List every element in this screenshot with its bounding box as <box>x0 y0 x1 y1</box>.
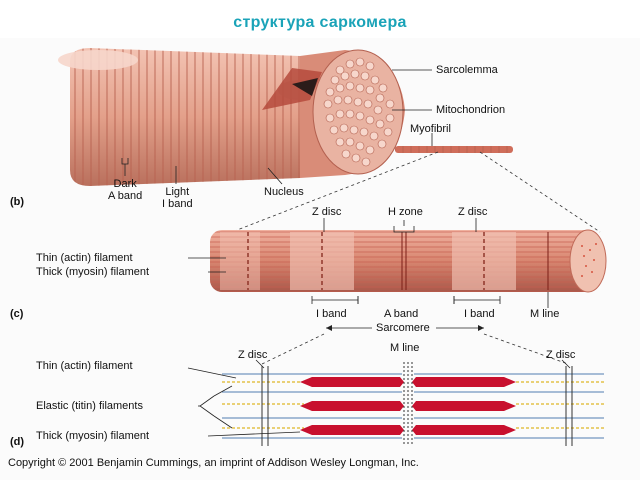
label-i-band-left: I band <box>316 308 347 320</box>
m-line <box>403 362 413 446</box>
label-thin-filament-c: Thin (actin) filament <box>36 252 133 264</box>
copyright-text: Copyright © 2001 Benjamin Cummings, an i… <box>8 457 419 469</box>
sarcolemma-cutaway <box>262 68 322 110</box>
label-m-line-c: M line <box>530 308 560 320</box>
label-z-disc-left-d: Z disc <box>238 349 268 361</box>
label-sarcolemma: Sarcolemma <box>436 64 498 76</box>
sarcomere-filaments <box>222 362 604 446</box>
myofibril-enlarged <box>210 229 607 293</box>
label-z-disc-left-c: Z disc <box>312 206 342 218</box>
titin-filaments <box>222 381 604 429</box>
label-mitochondrion: Mitochondrion <box>436 104 506 116</box>
label-a-band: A band <box>384 308 419 320</box>
label-m-line-d: M line <box>390 342 420 354</box>
label-sarcomere: Sarcomere <box>376 322 430 334</box>
leader-lines-b <box>121 69 433 185</box>
label-h-zone: H zone <box>388 206 423 218</box>
label-i-band-right: I band <box>464 308 495 320</box>
label-z-disc-right-d: Z disc <box>546 349 576 361</box>
leader-lines-d <box>187 359 571 437</box>
label-myofibril: Myofibril <box>410 123 451 135</box>
label-light-i-band: Light I band <box>162 186 193 210</box>
label-nucleus: Nucleus <box>264 186 304 198</box>
myosin-filaments <box>300 377 516 435</box>
z-discs <box>261 366 573 446</box>
panel-label-b: (b) <box>10 196 25 208</box>
label-elastic-filaments: Elastic (titin) filaments <box>36 400 143 412</box>
slide-title: структура саркомера <box>233 14 407 31</box>
fiber-end-highlight <box>58 50 138 70</box>
zoom-connectors-bc <box>231 151 601 233</box>
label-z-disc-right-c: Z disc <box>458 206 488 218</box>
panel-label-d: (d) <box>10 436 25 448</box>
muscle-fiber <box>58 48 322 186</box>
label-thick-filament-d: Thick (myosin) filament <box>36 430 150 442</box>
label-dark-a-band: Dark A band <box>108 178 143 202</box>
zoom-connectors-cd <box>261 333 569 365</box>
label-thick-filament-c: Thick (myosin) filament <box>36 266 150 278</box>
myofibril-strand <box>395 146 513 153</box>
panel-label-c: (c) <box>10 308 24 320</box>
sarcomere-bracket <box>326 325 484 331</box>
myofibril-bundle-cross-section <box>262 49 405 178</box>
leader-lines-c <box>188 218 549 308</box>
label-thin-filament-d: Thin (actin) filament <box>36 360 133 372</box>
